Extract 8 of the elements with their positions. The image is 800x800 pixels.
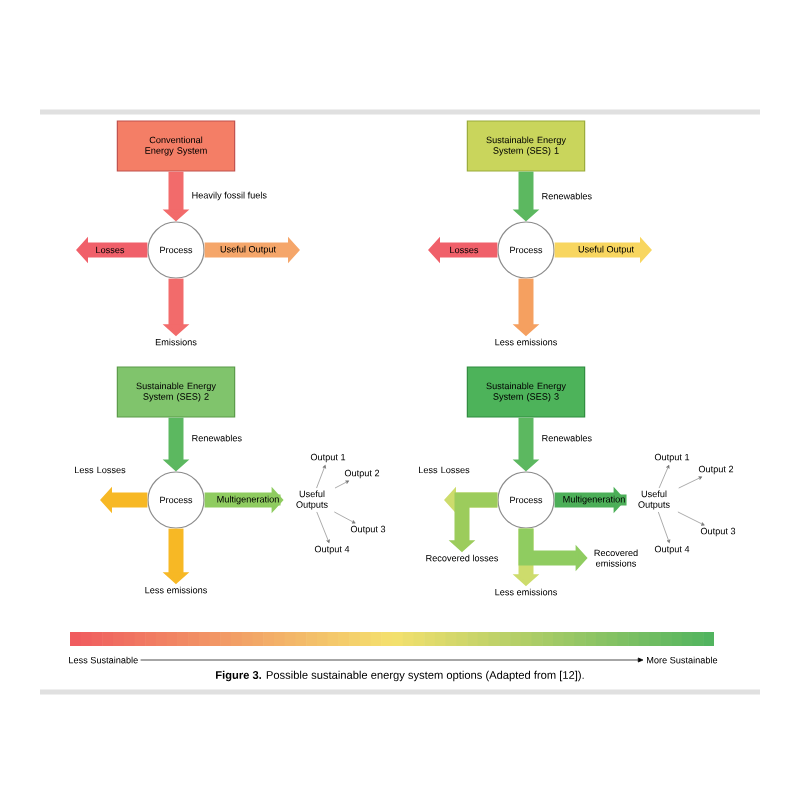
- arrow: [316, 464, 326, 489]
- arrow: [316, 511, 330, 544]
- arrow: [678, 476, 703, 489]
- arrow: [677, 511, 705, 526]
- arrow: [334, 511, 356, 524]
- arrow: [658, 511, 671, 544]
- arrow: [334, 480, 350, 489]
- arrow: [658, 464, 670, 489]
